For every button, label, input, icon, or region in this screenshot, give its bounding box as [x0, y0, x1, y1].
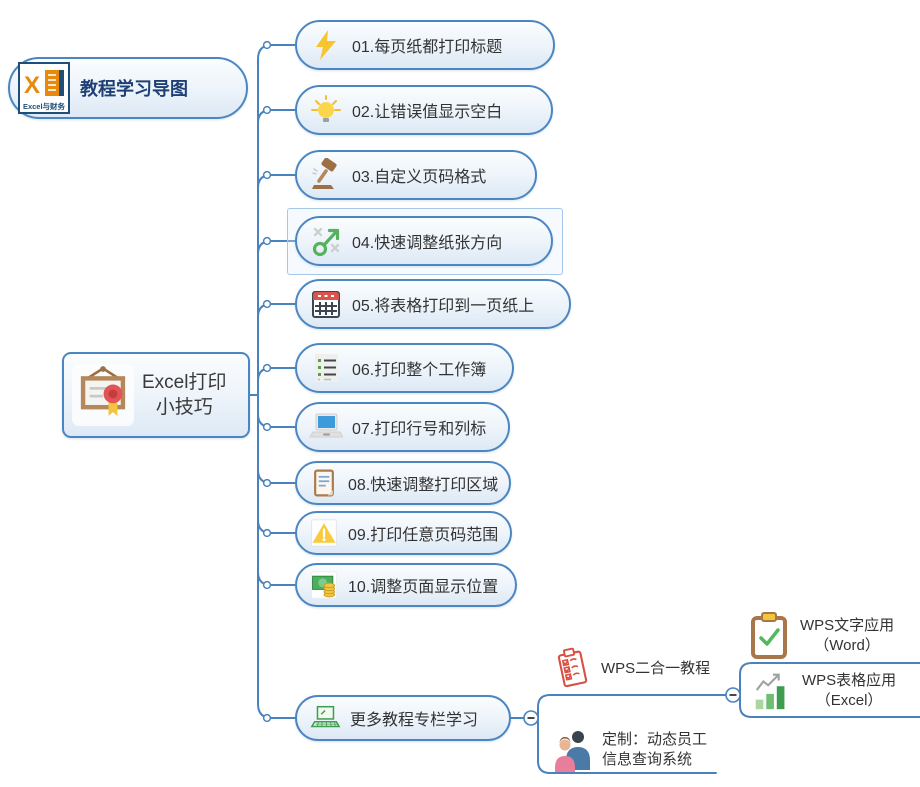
checklist-icon	[315, 354, 338, 382]
collapse-button[interactable]	[725, 687, 741, 703]
branch-topic-more-tutorials[interactable]: 更多教程专栏学习	[295, 695, 511, 741]
floating-topic-label: 教程学习导图	[80, 79, 188, 99]
warning-icon	[311, 519, 337, 547]
certificate-icon	[72, 364, 134, 426]
branch-topic-08[interactable]: 08.快速调整打印区域	[295, 461, 511, 505]
branch-topic-09[interactable]: 09.打印任意页码范围	[295, 511, 512, 555]
branch-topic-label: 04.快速调整纸张方向	[352, 235, 503, 252]
branch-topic-01[interactable]: 01.每页纸都打印标题	[295, 20, 555, 70]
lightning-icon	[316, 30, 336, 60]
branch-topic-06[interactable]: 06.打印整个工作簿	[295, 343, 514, 393]
branch-topic-label: 09.打印任意页码范围	[348, 527, 499, 544]
branch-topic-07[interactable]: 07.打印行号和列标	[295, 402, 510, 452]
subtopic-custom-system[interactable]: 定制：动态员工 信息查询系统	[552, 726, 707, 774]
subtopic-line1: 定制：动态员工	[602, 731, 708, 748]
branch-topic-label: 02.让错误值显示空白	[352, 104, 503, 121]
subtopic-wps-combo[interactable]: WPS二合一教程	[551, 645, 710, 693]
laptop-icon	[309, 413, 343, 438]
money-icon	[311, 571, 337, 599]
branch-topic-label: 03.自定义页码格式	[352, 169, 487, 186]
branch-topic-label: 05.将表格打印到一页纸上	[352, 298, 535, 315]
root-topic-label: Excel打印 小技巧	[142, 370, 226, 420]
branch-topic-04-selected[interactable]: 04.快速调整纸张方向	[295, 216, 553, 266]
root-topic-line1: Excel打印	[142, 372, 227, 393]
branch-topic-label: 07.打印行号和列标	[352, 421, 487, 438]
branch-topic-label: 06.打印整个工作簿	[352, 362, 487, 379]
excel-logo-letter: X	[24, 72, 40, 99]
excel-logo-icon: X Excel与财务	[18, 62, 70, 114]
branch-anchor-dots	[262, 40, 272, 723]
excel-logo-caption: Excel与财务	[23, 101, 66, 111]
branch-topic-03[interactable]: 03.自定义页码格式	[295, 150, 537, 200]
direction-arrow-icon	[312, 227, 340, 257]
branch-topic-10[interactable]: 10.调整页面显示位置	[295, 563, 517, 607]
green-laptop-icon	[310, 705, 341, 728]
leaf-topic-label: WPS文字应用 （Word）	[800, 616, 894, 656]
leaf-topic-wps-excel[interactable]: WPS表格应用 （Excel）	[750, 668, 896, 714]
collapse-button[interactable]	[523, 710, 539, 726]
leaf-line1: WPS文字应用	[800, 617, 895, 634]
branch-topic-label: 10.调整页面显示位置	[348, 579, 499, 596]
red-checklist-icon	[557, 647, 588, 688]
calendar-icon	[312, 291, 340, 318]
root-topic-excel-print-tips[interactable]: Excel打印 小技巧	[62, 352, 250, 438]
leaf-line2: （Excel）	[815, 692, 883, 709]
clipboard-check-icon	[751, 612, 787, 659]
leaf-topic-label: WPS表格应用 （Excel）	[802, 671, 896, 711]
branch-topic-label: 01.每页纸都打印标题	[352, 39, 503, 56]
subtopic-label: 定制：动态员工 信息查询系统	[602, 730, 707, 770]
branch-topic-label: 08.快速调整打印区域	[348, 477, 499, 494]
document-icon	[314, 469, 334, 497]
branch-topic-02[interactable]: 02.让错误值显示空白	[295, 85, 553, 135]
leaf-line1: WPS表格应用	[802, 672, 897, 689]
subtopic-line2: 信息查询系统	[602, 751, 693, 768]
leaf-line2: （Word）	[814, 637, 880, 654]
bar-chart-icon	[755, 673, 785, 710]
gavel-icon	[312, 158, 337, 189]
branch-topic-label: 更多教程专栏学习	[350, 712, 479, 729]
root-topic-line2: 小技巧	[155, 397, 213, 418]
people-icon	[555, 731, 590, 772]
floating-topic-tutorial-map[interactable]: X Excel与财务 教程学习导图	[8, 57, 248, 119]
lightbulb-icon	[311, 95, 341, 122]
leaf-topic-wps-word[interactable]: WPS文字应用 （Word）	[746, 611, 894, 661]
branch-topic-05[interactable]: 05.将表格打印到一页纸上	[295, 279, 571, 329]
subtopic-label: WPS二合一教程	[601, 660, 711, 677]
